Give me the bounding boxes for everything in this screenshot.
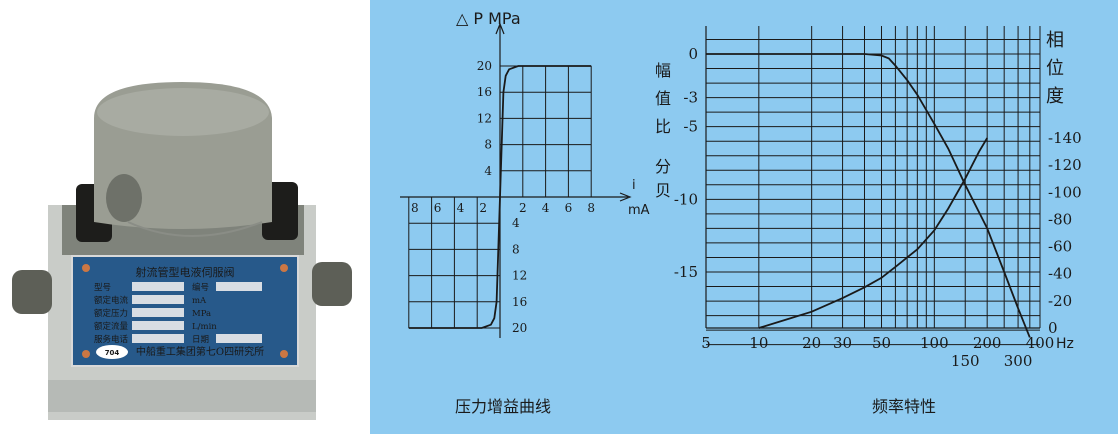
y-left-axis-unit: 分: [655, 157, 671, 176]
plate-row-label: 额定电流: [94, 295, 129, 306]
right-knob: [312, 262, 352, 306]
y-right-axis-label: 相: [1046, 30, 1064, 51]
y-tick-label: 12: [512, 269, 527, 283]
y-tick-label: 12: [477, 111, 492, 125]
x-tick-label: 8: [587, 201, 595, 215]
plate-field: [216, 334, 262, 343]
plate-row-label: 型号: [94, 283, 111, 293]
y-tick-label: 8: [512, 242, 520, 256]
y-right-axis-label: 度: [1046, 86, 1064, 107]
plate-footer: 中船重工集团第七O四研究所: [136, 345, 264, 358]
plate-field: [216, 282, 262, 291]
x-tick-label: 8: [411, 201, 419, 215]
plug: [106, 174, 142, 222]
x-tick-label: 2: [479, 201, 487, 215]
x-tick-label: 6: [565, 201, 573, 215]
plate-field: [132, 295, 184, 304]
x-tick-label: 2: [519, 201, 527, 215]
x-tick-label: 150: [951, 352, 980, 370]
x-axis-label-unit: mA: [628, 203, 650, 218]
plate-logo-text: 704: [105, 349, 120, 357]
panel-background: [370, 0, 1118, 434]
y-right-tick-label: 0: [1048, 319, 1058, 337]
plate-row-label: 额定流量: [94, 321, 129, 332]
y-tick-label: 8: [484, 138, 492, 152]
y-right-tick-label: -20: [1048, 292, 1072, 310]
x-tick-label: 5: [701, 334, 711, 352]
y-tick-label: 16: [477, 85, 492, 99]
plate-row-mid-label: 编号: [192, 282, 209, 293]
y-tick-label: 20: [512, 321, 527, 335]
x-tick-label: 6: [434, 201, 442, 215]
x-tick-label: 100: [920, 334, 949, 352]
y-left-tick-label: -3: [683, 89, 698, 107]
y-left-axis-label: 幅: [655, 61, 671, 80]
y-left-axis-unit: 贝: [655, 181, 671, 200]
y-right-tick-label: -40: [1048, 265, 1072, 283]
x-axis-label-symbol: i: [632, 178, 636, 193]
plate-row-label: 额定压力: [94, 308, 128, 319]
plate-row-unit: MPa: [192, 309, 211, 319]
chart-title: 频率特性: [872, 397, 936, 416]
plate-field: [132, 282, 184, 291]
y-left-tick-label: 0: [688, 45, 698, 63]
x-tick-label: 4: [542, 201, 550, 215]
y-right-tick-label: -60: [1048, 238, 1072, 256]
y-right-tick-label: -120: [1048, 156, 1082, 174]
plate-field: [132, 321, 184, 330]
y-axis-label: △ P MPa: [456, 9, 521, 28]
x-axis-arrow-icon: [619, 192, 632, 202]
y-axis-arrow-icon: [495, 22, 505, 35]
y-right-axis-label: 位: [1046, 58, 1064, 79]
x-tick-label: 300: [1004, 352, 1033, 370]
y-left-tick-label: -5: [683, 118, 698, 136]
x-tick-label: 4: [457, 201, 465, 215]
y-left-tick-label: -15: [674, 263, 698, 281]
x-tick-label: 50: [872, 334, 891, 352]
y-left-axis-label: 值: [655, 89, 671, 108]
plate-row-unit: L/min: [192, 322, 217, 332]
plate-title: 射流管型电液伺服阀: [136, 265, 235, 279]
x-tick-label: 10: [749, 334, 768, 352]
y-right-tick-label: -80: [1048, 210, 1072, 228]
y-tick-label: 4: [512, 216, 520, 230]
y-tick-label: 20: [477, 59, 492, 73]
x-axis-unit: Hz: [1056, 336, 1074, 352]
plate-row-label: 服务电话: [94, 334, 129, 345]
plate-row-unit: mA: [192, 296, 207, 306]
x-tick-label: 200: [973, 334, 1002, 352]
plate-field: [132, 308, 184, 317]
plate-row-mid-label: 日期: [192, 335, 209, 345]
pressure-gain-curve: [408, 65, 592, 329]
y-left-tick-label: -10: [674, 190, 698, 208]
x-tick-label: 30: [833, 334, 852, 352]
amplitude-curve: [706, 53, 1031, 338]
plate-field: [132, 334, 184, 343]
y-right-tick-label: -140: [1048, 129, 1082, 147]
y-tick-label: 4: [484, 164, 492, 178]
x-tick-label: 20: [802, 334, 821, 352]
x-tick-label: 400: [1026, 334, 1055, 352]
phase-curve: [758, 137, 988, 329]
y-right-tick-label: -100: [1048, 183, 1082, 201]
y-left-axis-label: 比: [655, 117, 671, 136]
chart-title: 压力增益曲线: [455, 397, 551, 416]
y-tick-label: 16: [512, 295, 527, 309]
plate-logo-icon: [96, 345, 128, 359]
left-knob: [12, 270, 52, 314]
